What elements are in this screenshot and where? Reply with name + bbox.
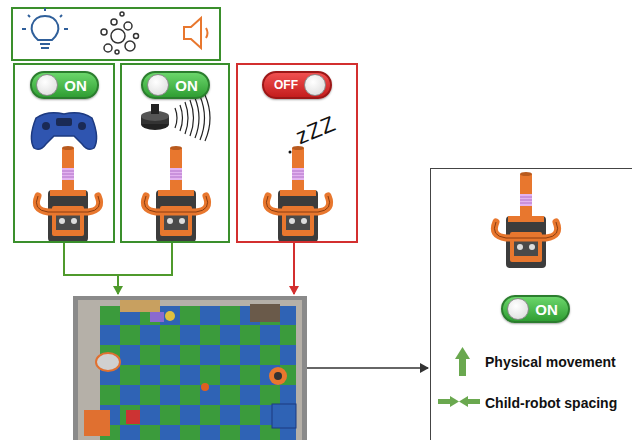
roomba-icon — [141, 95, 210, 141]
toggle-knob — [507, 298, 529, 320]
up-arrow — [455, 347, 470, 376]
toggle-label: ON — [58, 77, 93, 94]
robot-figure — [494, 172, 557, 268]
robot-figure — [266, 146, 329, 242]
toggle-switch: OFF — [262, 71, 332, 99]
mode-panel: ON — [13, 63, 115, 243]
toggle-knob — [147, 74, 169, 96]
toggle-knob — [304, 74, 326, 96]
bubbles-icon — [101, 12, 139, 54]
toggle-knob — [36, 74, 58, 96]
mode-panel: ON — [120, 63, 230, 243]
bulb-icon — [22, 8, 68, 48]
robot-figure — [36, 146, 99, 242]
mode-panel: ON Physical movementChild-robot spacing — [430, 168, 632, 440]
toggle-label: OFF — [268, 78, 304, 92]
spacing-arrows — [438, 396, 480, 407]
toggle-switch: ON — [141, 71, 210, 99]
sleep-symbol: zZZ — [292, 111, 340, 150]
effect-label: Physical movement — [485, 354, 616, 370]
toggle-switch: ON — [30, 71, 99, 99]
gamepad-icon — [31, 113, 96, 150]
playroom-photo — [73, 296, 307, 440]
robot-figure — [144, 146, 207, 242]
toggle-label: ON — [169, 77, 204, 94]
mode-panel: OFF — [236, 63, 358, 243]
toggle-label: ON — [529, 301, 564, 318]
effect-label: Child-robot spacing — [485, 395, 617, 411]
modality-box — [12, 8, 220, 60]
sleep-dot — [289, 151, 292, 154]
toggle-switch: ON — [501, 295, 570, 323]
speaker-icon — [184, 18, 208, 48]
